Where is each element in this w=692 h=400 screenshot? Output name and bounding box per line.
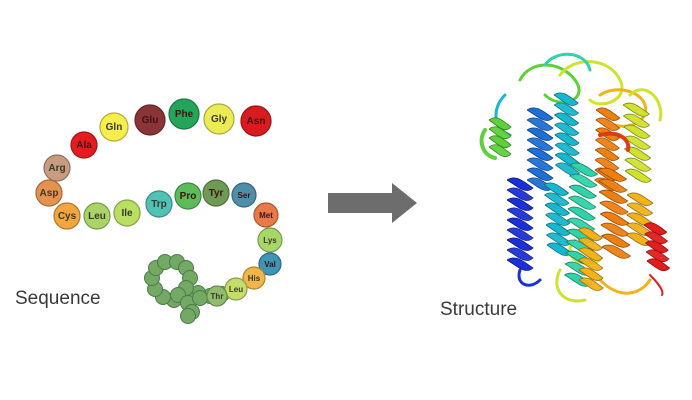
- tail-bead: [180, 308, 196, 324]
- residue-bead-thr: Thr: [206, 285, 228, 307]
- residue-label: Ser: [238, 191, 251, 200]
- coil-loop: [555, 268, 587, 303]
- alpha-helix: [526, 107, 554, 191]
- residue-bead-asp: Asp: [35, 179, 63, 207]
- coil-loop: [517, 268, 542, 287]
- coil-loop: [598, 278, 652, 295]
- residue-bead-met: Met: [253, 202, 279, 228]
- structure-label: Structure: [440, 299, 518, 320]
- alpha-helix: [543, 182, 573, 256]
- residue-label: Leu: [229, 285, 243, 294]
- residue-bead-circle: [203, 103, 235, 135]
- alpha-helix: [625, 192, 654, 246]
- residue-bead-arg: Arg: [43, 154, 71, 182]
- residue-bead-circle: [242, 266, 266, 290]
- residue-label: Tyr: [209, 188, 224, 199]
- residue-bead-trp: Trp: [145, 190, 173, 218]
- residue-bead-leu: Leu: [224, 277, 248, 301]
- residue-bead-cys: Cys: [53, 202, 81, 230]
- residue-bead-circle: [35, 179, 63, 207]
- residue-bead-circle: [202, 179, 230, 207]
- coil-loop: [479, 128, 497, 160]
- coil-loop: [518, 63, 581, 104]
- residue-bead-circle: [134, 104, 166, 136]
- alpha-helix: [488, 117, 512, 158]
- residue-bead-circle: [43, 154, 71, 182]
- residue-bead-circle: [257, 227, 283, 253]
- residue-bead-tyr: Tyr: [202, 179, 230, 207]
- alpha-helix: [597, 167, 632, 259]
- residue-bead-gly: Gly: [203, 103, 235, 135]
- coiled-chain-tail: [144, 254, 230, 324]
- residue-bead-circle: [206, 285, 228, 307]
- alpha-helix: [622, 102, 652, 183]
- coil-loop: [558, 60, 624, 106]
- tail-bead: [192, 290, 208, 306]
- residue-bead-pro: Pro: [174, 182, 202, 210]
- alpha-helix: [643, 222, 671, 272]
- residue-bead-circle: [53, 202, 81, 230]
- residue-bead-asn: Asn: [240, 105, 272, 137]
- residue-label: Gly: [211, 114, 228, 125]
- coil-loop: [598, 131, 631, 152]
- residue-label: Asn: [247, 116, 266, 127]
- residue-label: Gln: [106, 122, 123, 133]
- residue-bead-circle: [224, 277, 248, 301]
- residue-bead-ala: Ala: [70, 131, 98, 159]
- residue-label: Ile: [121, 208, 133, 219]
- coil-loop: [543, 52, 592, 72]
- residue-bead-glu: Glu: [134, 104, 166, 136]
- residue-bead-circle: [240, 105, 272, 137]
- residue-bead-circle: [83, 202, 111, 230]
- residue-bead-leu: Leu: [83, 202, 111, 230]
- residue-bead-circle: [145, 190, 173, 218]
- process-arrow: [328, 183, 417, 223]
- residue-bead-phe: Phe: [168, 98, 200, 130]
- residue-label: Trp: [151, 199, 167, 210]
- residue-bead-circle: [113, 199, 141, 227]
- coil-loop: [628, 88, 663, 122]
- residue-label: Lys: [263, 236, 277, 245]
- residue-bead-lys: Lys: [257, 227, 283, 253]
- residue-bead-circle: [253, 202, 279, 228]
- protein-structure-ribbon: [479, 52, 671, 303]
- residue-bead-ser: Ser: [231, 182, 257, 208]
- residue-label: Pro: [180, 191, 197, 202]
- residue-label: Met: [259, 211, 273, 220]
- sequence-label: Sequence: [15, 288, 101, 309]
- residue-label: Leu: [88, 211, 106, 222]
- residue-label: Thr: [211, 292, 224, 301]
- residue-label: Cys: [58, 211, 77, 222]
- residue-bead-circle: [174, 182, 202, 210]
- residue-label: Glu: [142, 115, 159, 126]
- residue-bead-circle: [231, 182, 257, 208]
- residue-bead-circle: [99, 112, 129, 142]
- residue-bead-circle: [258, 252, 282, 276]
- residue-label: Phe: [175, 109, 194, 120]
- residue-bead-his: His: [242, 266, 266, 290]
- residue-label: Ala: [76, 140, 92, 151]
- residue-label: His: [248, 274, 261, 283]
- residue-bead-circle: [70, 131, 98, 159]
- residue-label: Asp: [40, 188, 59, 199]
- coil-loop: [649, 274, 664, 296]
- residue-label: Val: [264, 260, 276, 269]
- alpha-helix: [577, 227, 604, 291]
- alpha-helix: [506, 177, 534, 271]
- residue-bead-ile: Ile: [113, 199, 141, 227]
- residue-bead-val: Val: [258, 252, 282, 276]
- residue-bead-gln: Gln: [99, 112, 129, 142]
- residue-bead-circle: [168, 98, 200, 130]
- residue-label: Arg: [48, 163, 65, 174]
